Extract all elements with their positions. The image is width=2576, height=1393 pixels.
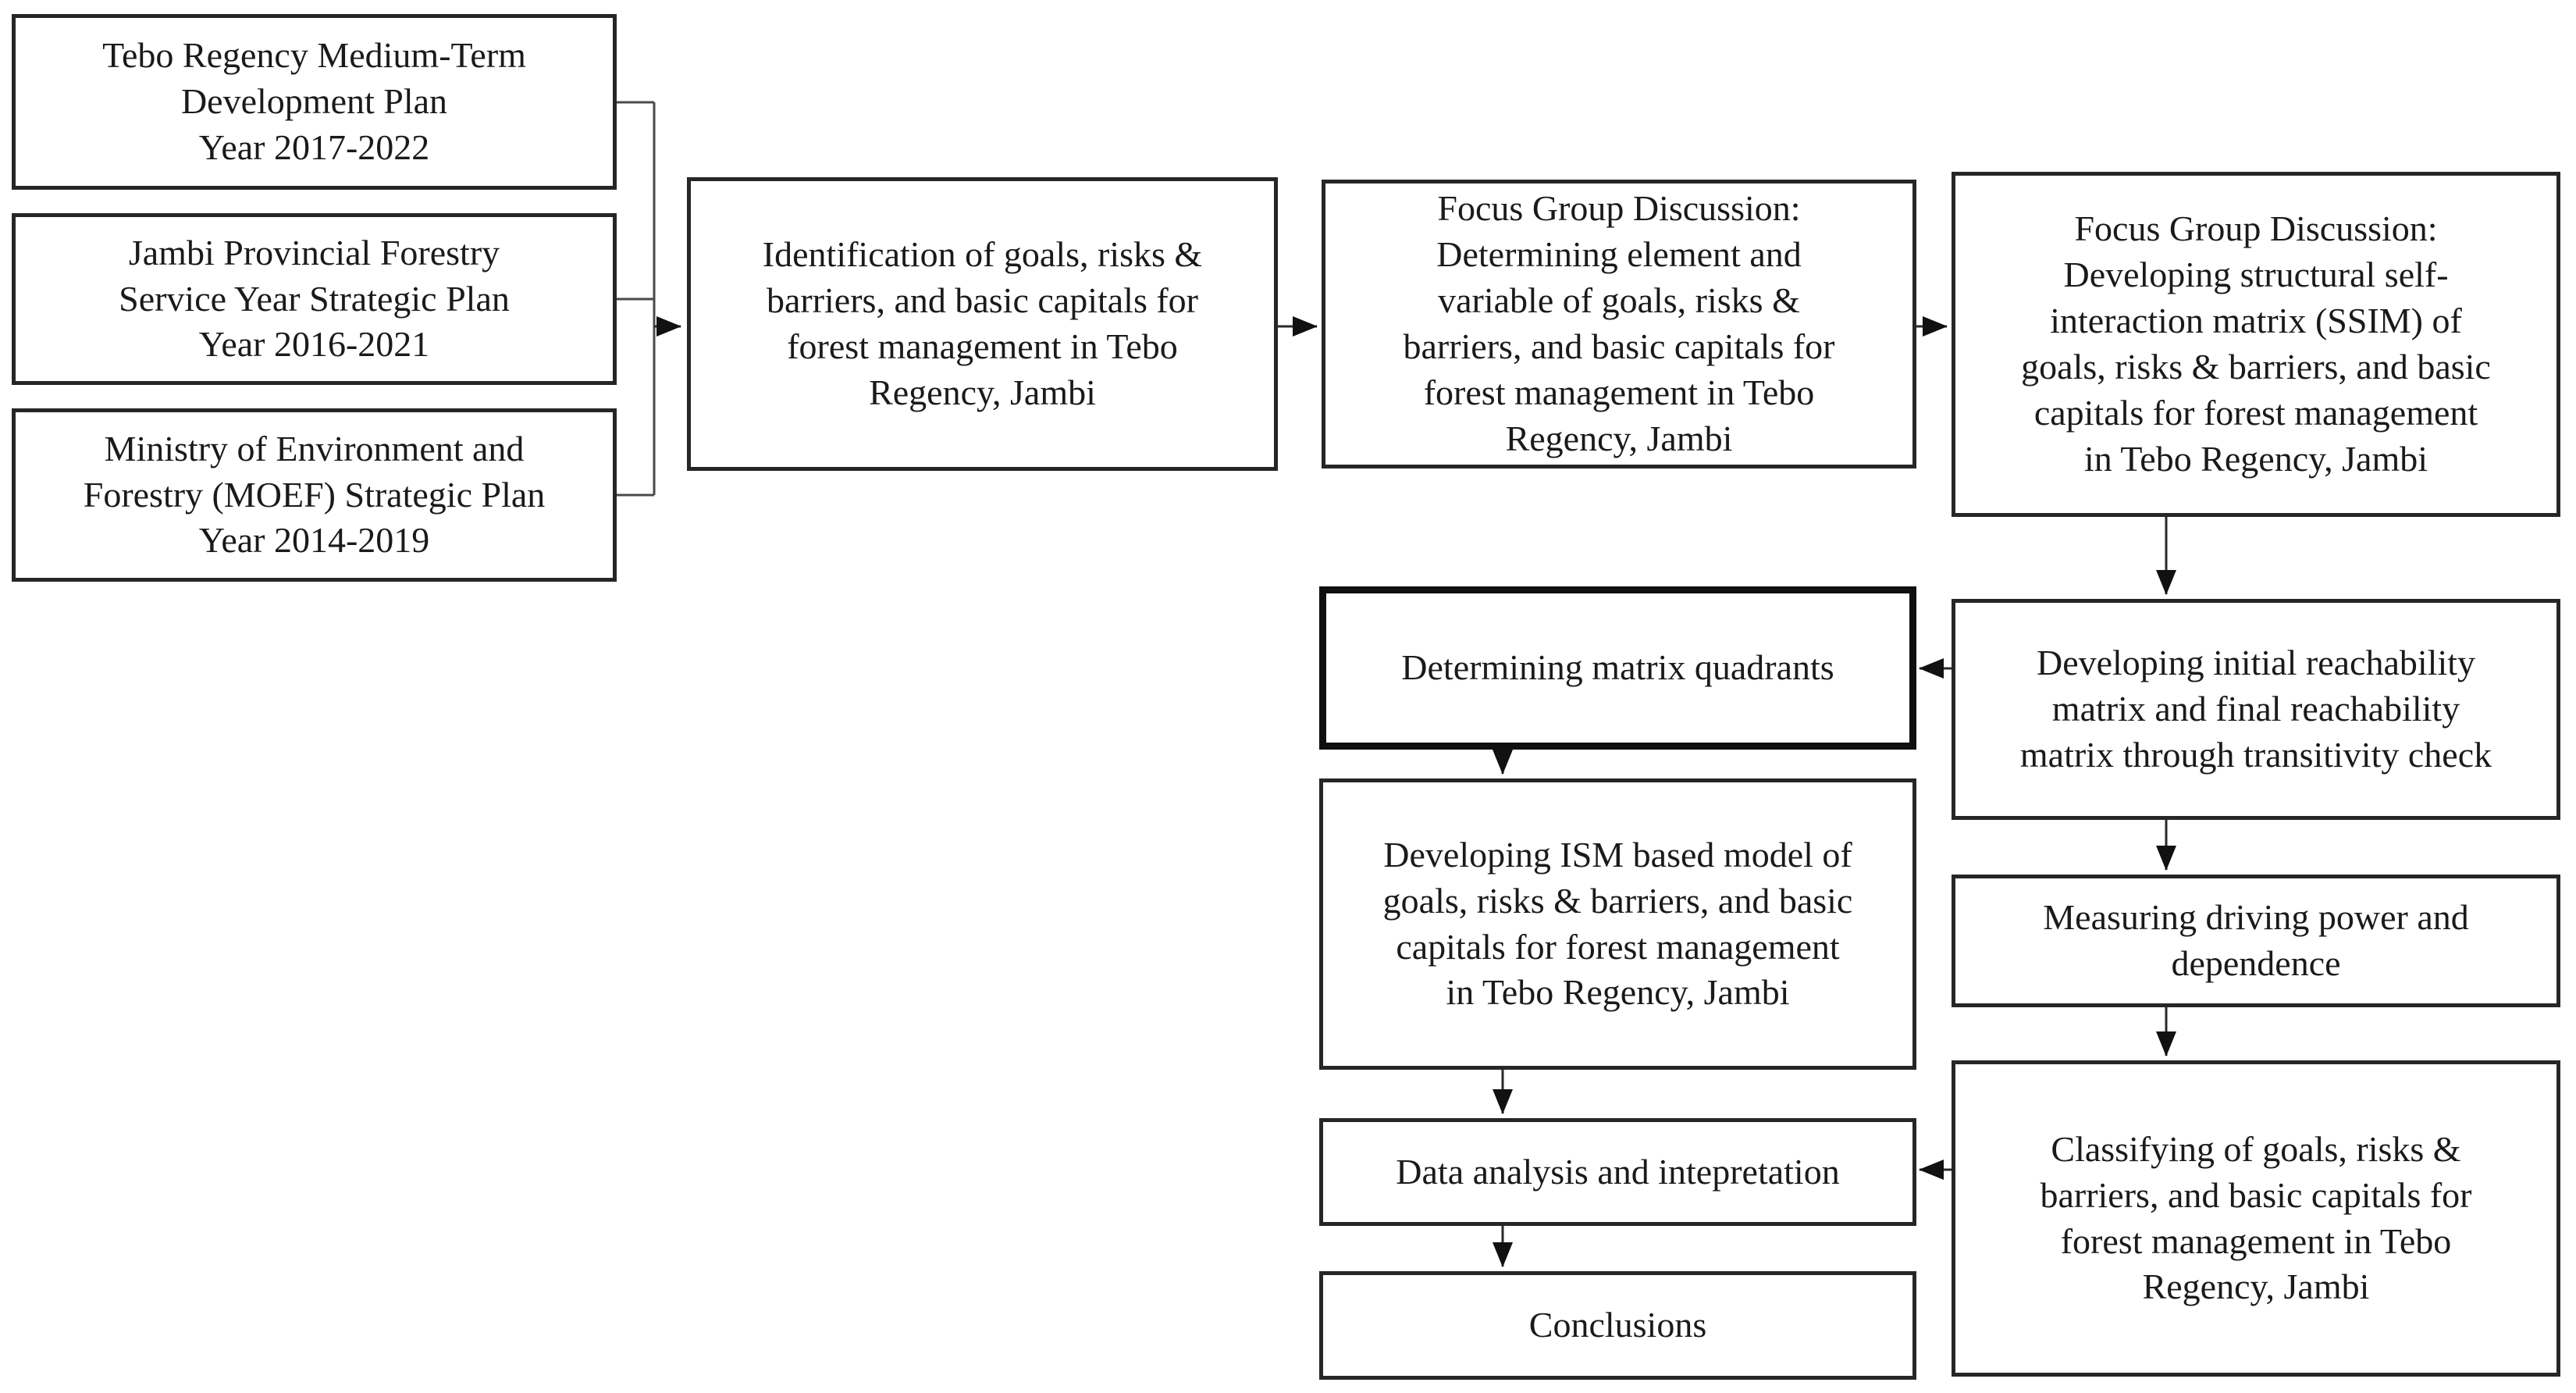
node-matrix-quadrants: Determining matrix quadrants <box>1319 586 1916 750</box>
node-fgd-ssim: Focus Group Discussion: Developing struc… <box>1952 172 2560 517</box>
node-reachability-matrix: Developing initial reachability matrix a… <box>1952 599 2560 820</box>
node-moef-strategic-plan: Ministry of Environment and Forestry (MO… <box>12 408 617 582</box>
node-jambi-forestry-strategic-plan: Jambi Provincial Forestry Service Year S… <box>12 213 617 385</box>
node-driving-power-dependence: Measuring driving power and dependence <box>1952 875 2560 1007</box>
node-tebo-regency-development-plan: Tebo Regency Medium-Term Development Pla… <box>12 14 617 190</box>
node-classifying-goals-risks: Classifying of goals, risks & barriers, … <box>1952 1060 2560 1377</box>
node-identification-goals-risks: Identification of goals, risks & barrier… <box>687 177 1278 471</box>
node-conclusions: Conclusions <box>1319 1271 1916 1380</box>
node-data-analysis-interpretation: Data analysis and intepretation <box>1319 1118 1916 1226</box>
node-ism-based-model: Developing ISM based model of goals, ris… <box>1319 778 1916 1070</box>
node-fgd-element-variable: Focus Group Discussion: Determining elem… <box>1322 180 1916 468</box>
